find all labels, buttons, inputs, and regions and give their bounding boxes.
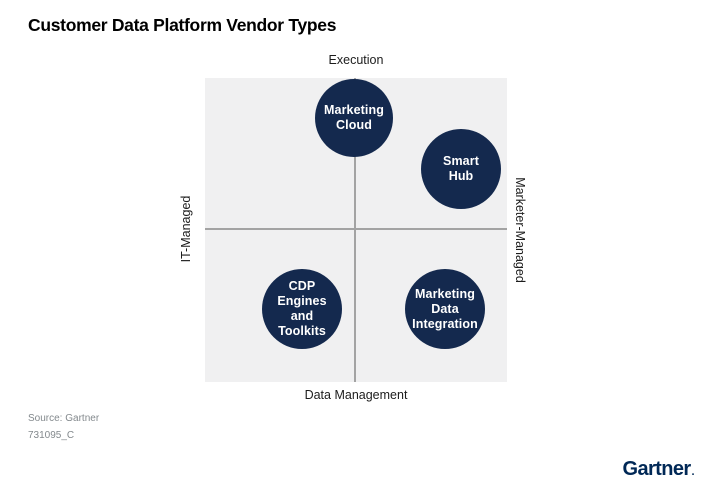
bubble-label-line: Cloud (336, 118, 372, 132)
chart-title: Customer Data Platform Vendor Types (28, 15, 337, 35)
horizontal-divider-line (205, 228, 507, 230)
gartner-logo: Gartner. (622, 458, 694, 481)
bubble-label-line: Engines (277, 294, 327, 308)
source-line: Source: Gartner (28, 413, 100, 424)
bubble-smart-hub: Smart Hub (421, 129, 501, 209)
bubble-cdp-engines-and-toolkits: CDP Engines and Toolkits (262, 269, 342, 349)
document-code: 731095_C (28, 430, 75, 441)
bubble-marketing-data-integration: Marketing Data Integration (405, 269, 485, 349)
bubble-label-line: Data (431, 301, 459, 316)
source-attribution: Source: Gartner 731095_C (28, 410, 99, 444)
axis-label-left: IT-Managed (179, 195, 193, 263)
bubble-label-line: Toolkits (278, 324, 326, 338)
bubble-marketing-cloud: Marketing Cloud (315, 79, 393, 157)
bubble-label-line: and (290, 309, 314, 323)
axis-label-bottom: Data Management (304, 388, 408, 402)
axis-label-top: Execution (328, 53, 384, 67)
bubble-label-line: Hub (448, 169, 474, 183)
bubble-label-line: Marketing (324, 103, 384, 117)
bubble-label-line: Integration (412, 316, 478, 331)
bubble-label-line: CDP (288, 279, 316, 293)
registered-mark: . (691, 466, 695, 478)
quadrant-plot-area: Marketing Cloud Smart Hub CDP Engines an… (205, 78, 507, 382)
bubble-label-line: Marketing (415, 286, 475, 301)
vertical-divider-line (354, 78, 356, 382)
gartner-logo-text: Gartner (622, 458, 691, 480)
bubble-label-line: Smart (443, 154, 479, 168)
axis-label-right: Marketer-Managed (513, 177, 527, 283)
